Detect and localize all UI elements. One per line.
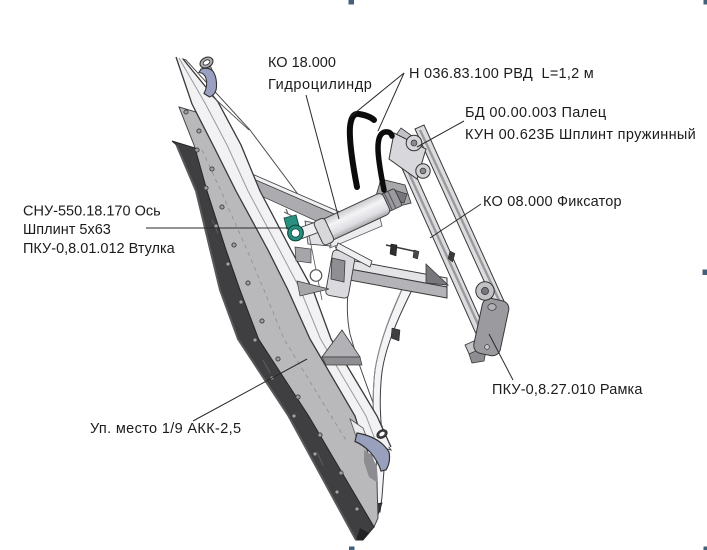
svg-text:КО 08.000 Фиксатор: КО 08.000 Фиксатор	[483, 194, 622, 210]
svg-text:Н 036.83.100 РВД L=1,2 м: Н 036.83.100 РВД L=1,2 м	[409, 66, 594, 82]
svg-text:Шплинт 5х63: Шплинт 5х63	[23, 222, 111, 238]
svg-text:ПКУ-0,8.27.010 Рамка: ПКУ-0,8.27.010 Рамка	[492, 382, 643, 398]
svg-text:ПКУ-0,8.01.012 Втулка: ПКУ-0,8.01.012 Втулка	[23, 241, 176, 257]
svg-text:КО 18.000: КО 18.000	[268, 55, 336, 71]
svg-text:КУН 00.623Б Шплинт пружинный: КУН 00.623Б Шплинт пружинный	[465, 127, 696, 143]
svg-text:Гидроцилиндр: Гидроцилиндр	[268, 77, 372, 93]
svg-text:Уп. место 1/9 АКК-2,5: Уп. место 1/9 АКК-2,5	[90, 421, 241, 437]
svg-text:СНУ-550.18.170 Ось: СНУ-550.18.170 Ось	[23, 204, 161, 220]
svg-text:БД 00.00.003 Палец: БД 00.00.003 Палец	[465, 105, 607, 121]
